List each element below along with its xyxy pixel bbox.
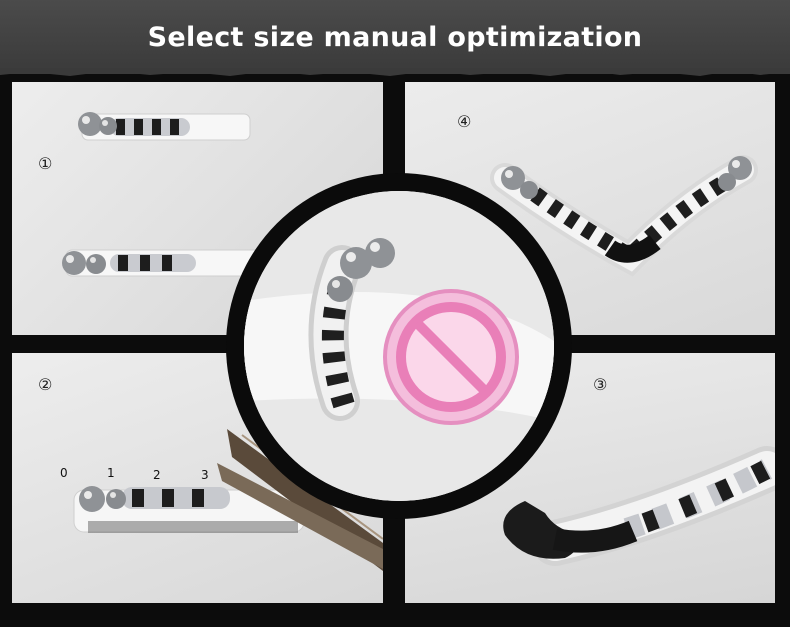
censor-prohibited-sign-icon [383,289,519,425]
step-number-2: ② [38,375,53,394]
title-banner [0,0,790,74]
ruler-mark-3: 3 [201,468,209,482]
banner-title: Select size manual optimization [147,22,643,53]
step-number-3: ③ [593,375,608,394]
banner-torn-edge [0,68,790,76]
step-number-4: ④ [457,112,472,131]
sealed-tip-photo [503,446,775,566]
center-zoom-photo [244,191,554,501]
step-number-1: ① [38,154,53,173]
ruler-mark-2: 2 [153,468,161,482]
ruler-mark-0: 0 [60,466,68,480]
ruler-mark-1: 1 [107,466,115,480]
